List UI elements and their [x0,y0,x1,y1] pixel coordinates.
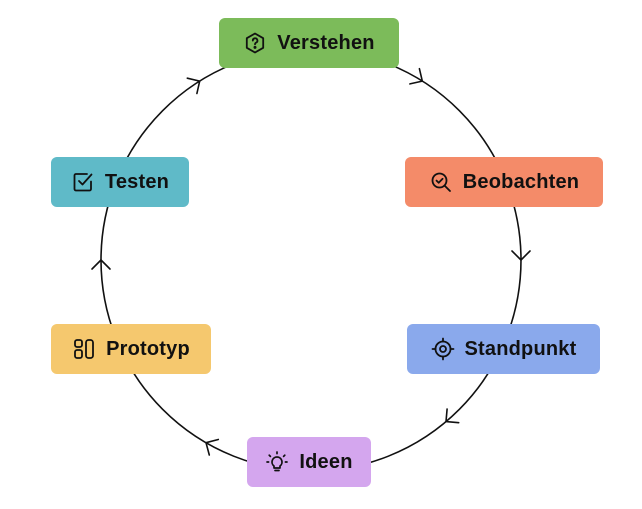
step-beobachten[interactable]: Beobachten [405,157,603,207]
arrow-standpunkt-ideen [445,408,460,424]
step-label-standpunkt: Standpunkt [464,337,577,360]
step-testen[interactable]: Testen [51,157,189,207]
layout-blocks-icon [72,337,96,361]
step-label-verstehen: Verstehen [277,31,375,54]
arrow-verstehen-beobachten [409,67,424,85]
step-label-beobachten: Beobachten [462,170,580,193]
step-label-prototyp: Prototyp [106,337,190,360]
cycle-ring [100,48,522,472]
step-label-ideen: Ideen [299,450,353,473]
lightbulb-icon [265,450,289,474]
step-label-testen: Testen [104,170,170,193]
step-verstehen[interactable]: Verstehen [219,18,399,68]
arrow-testen-verstehen [186,77,201,95]
magnify-check-icon [429,170,453,194]
arrow-prototyp-testen [91,259,111,270]
step-standpunkt[interactable]: Standpunkt [407,324,600,374]
step-ideen[interactable]: Ideen [247,437,371,487]
checkbox-icon [71,170,95,194]
arrow-ideen-prototyp [205,438,220,456]
step-prototyp[interactable]: Prototyp [51,324,211,374]
crosshair-icon [431,337,455,361]
cycle-arrows [91,67,531,456]
arrow-beobachten-standpunkt [511,250,531,261]
hexagon-question-icon [243,31,267,55]
